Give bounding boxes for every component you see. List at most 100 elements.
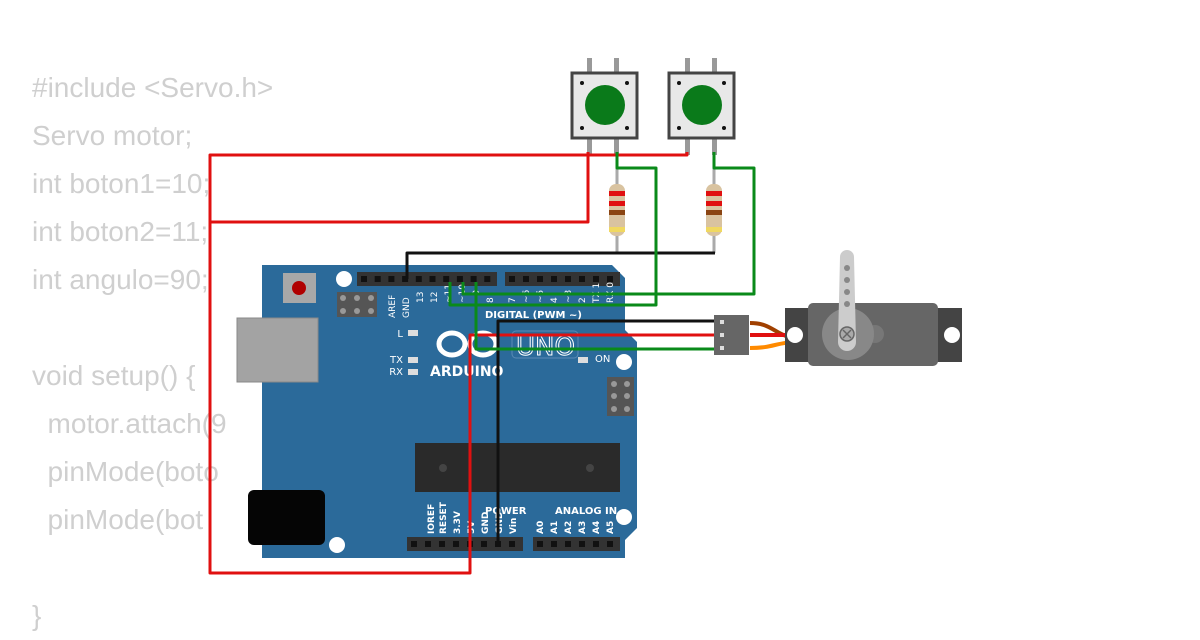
pin-label: ~5	[536, 290, 546, 303]
pin-label: 2	[578, 297, 588, 303]
pin-label: 5V	[467, 521, 477, 534]
pin-hole[interactable]	[484, 276, 491, 282]
code-line: motor.attach(9	[32, 408, 227, 439]
pin-label: 12	[430, 292, 440, 303]
digital-label: DIGITAL (PWM ~)	[485, 310, 582, 321]
wire-servo-signal[interactable]	[474, 282, 718, 351]
pin-hole[interactable]	[481, 541, 487, 547]
pin-hole[interactable]	[593, 276, 599, 282]
pin-label: 7	[508, 297, 518, 303]
pin-label: Vin	[509, 518, 519, 534]
pin-label: 4	[550, 297, 560, 303]
pin-label: IOREF	[427, 504, 437, 534]
pin-hole[interactable]	[509, 541, 515, 547]
pin-label: A1	[550, 521, 560, 534]
analog-label: ANALOG IN	[555, 506, 617, 517]
pin-hole[interactable]	[565, 276, 571, 282]
pin-hole[interactable]	[537, 541, 543, 547]
pin-hole[interactable]	[579, 541, 585, 547]
atmega-chip	[415, 443, 620, 492]
wire-button2-pin10[interactable]	[461, 152, 756, 296]
pin-hole[interactable]	[453, 541, 459, 547]
pin-label: A5	[606, 521, 616, 534]
pin-label: ~3	[564, 290, 574, 303]
pin-hole[interactable]	[374, 276, 381, 282]
pin-hole[interactable]	[439, 541, 445, 547]
model-label: UNO	[516, 332, 575, 362]
code-line: int boton2=11;	[32, 216, 209, 247]
wire-servo-gnd[interactable]	[496, 319, 718, 544]
button-cap[interactable]	[585, 85, 625, 125]
pin-hole[interactable]	[402, 276, 409, 282]
code-line: }	[32, 600, 42, 631]
code-line: void setup() {	[32, 360, 196, 391]
usb-port	[236, 317, 319, 383]
pin-label: A4	[592, 521, 602, 534]
pin-hole[interactable]	[551, 276, 557, 282]
pin-label: GND	[402, 297, 412, 318]
pushbutton-1[interactable]	[570, 58, 639, 155]
pin-hole[interactable]	[361, 276, 367, 282]
pin-hole[interactable]	[607, 276, 613, 282]
code-line: pinMode(bot	[32, 504, 204, 535]
code-line: int boton1=10;	[32, 168, 211, 199]
code-line: Servo motor;	[32, 120, 193, 151]
pin-hole[interactable]	[579, 276, 585, 282]
arduino-uno-board[interactable]: L TX RX ON DIGITAL (PWM ~) POWER ANALOG …	[236, 265, 637, 558]
pin-label: RESET	[439, 501, 449, 534]
pushbutton-2[interactable]	[667, 58, 736, 155]
pin-hole[interactable]	[551, 541, 557, 547]
pin-label: 13	[416, 292, 426, 303]
pin-hole[interactable]	[411, 541, 417, 547]
pin-label: AREF	[388, 295, 398, 318]
servo-horn	[838, 250, 856, 351]
wire-button1-pin11[interactable]	[448, 152, 658, 307]
digital-header-2[interactable]	[505, 272, 620, 286]
pin-hole[interactable]	[456, 276, 463, 282]
pin-hole[interactable]	[425, 541, 431, 547]
code-line: #include <Servo.h>	[32, 72, 274, 103]
pin-hole[interactable]	[415, 276, 422, 282]
code-editor-preview: #include <Servo.h> Servo motor; int boton1…	[32, 64, 292, 640]
brand-label: ARDUINO	[430, 364, 504, 380]
pin-label: ~6	[522, 289, 532, 303]
wire-button1-5v[interactable]	[210, 152, 590, 224]
pin-hole[interactable]	[607, 541, 613, 547]
resistor-1[interactable]	[609, 168, 625, 253]
code-line: pinMode(boto	[32, 456, 219, 487]
led-l-label: L	[397, 329, 403, 340]
pin-label: 3.3V	[453, 511, 463, 534]
pin-label: GND	[481, 512, 491, 534]
power-header[interactable]	[407, 537, 523, 551]
button-cap[interactable]	[682, 85, 722, 125]
led-on-label: ON	[595, 354, 610, 365]
servo-motor[interactable]	[714, 250, 962, 366]
pin-label: A2	[564, 521, 574, 534]
mounting-holes	[329, 271, 632, 553]
pin-hole[interactable]	[443, 276, 450, 282]
pin-hole[interactable]	[593, 541, 599, 547]
pin-hole[interactable]	[565, 541, 571, 547]
pin-label: 8	[486, 297, 496, 303]
led-tx-label: TX	[389, 355, 403, 366]
pin-hole[interactable]	[470, 276, 477, 282]
pin-hole[interactable]	[429, 276, 436, 282]
wire-gnd-resistors[interactable]	[405, 251, 715, 279]
pin-label: A3	[578, 521, 588, 534]
servo-connector[interactable]	[714, 315, 749, 355]
power-label: POWER	[485, 506, 527, 517]
pin-label: A0	[536, 521, 546, 534]
pin-hole[interactable]	[509, 276, 515, 282]
pin-hole[interactable]	[537, 276, 543, 282]
pin-hole[interactable]	[388, 276, 395, 282]
pin-label: RX 0	[606, 282, 616, 303]
power-jack	[248, 490, 325, 545]
pin-label: GND	[495, 512, 505, 534]
code-line: int angulo=90;	[32, 264, 209, 295]
pin-hole[interactable]	[523, 276, 529, 282]
resistor-2[interactable]	[706, 168, 722, 253]
analog-header[interactable]	[533, 537, 620, 551]
wire-5v[interactable]	[208, 152, 718, 575]
